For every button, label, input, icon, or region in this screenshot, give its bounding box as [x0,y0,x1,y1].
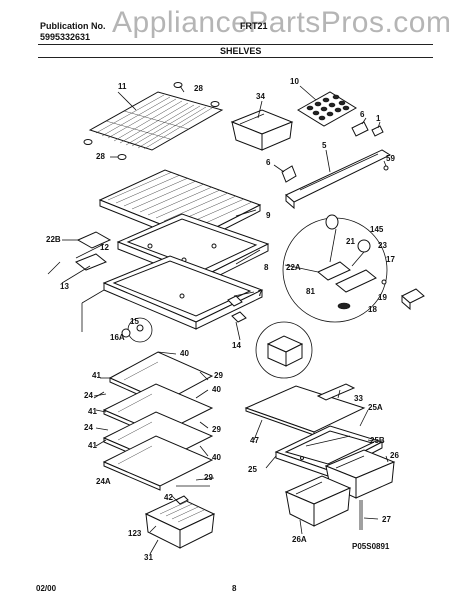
callout-21: 21 [346,237,355,246]
light-assembly [282,214,388,323]
callout-25: 25 [248,465,257,474]
callout-15: 15 [130,317,139,326]
model-number: FRT21 [240,21,268,31]
page-number: 8 [232,584,237,593]
wire-shelf [83,82,224,160]
callout-7: 7 [258,289,263,298]
meat-drawer [144,495,216,549]
footer-date: 02/00 [36,584,57,593]
publication-label: Publication No. [40,21,106,31]
callout-13: 13 [60,282,69,291]
glass-shelf-4 [102,435,214,491]
shelf-clip [227,295,247,323]
callout-41: 41 [88,407,97,416]
callout-26a: 26A [292,535,307,544]
callout-41: 41 [92,371,101,380]
shelf-brackets [281,121,384,183]
callout-41: 41 [88,441,97,450]
drawer-divider [359,500,363,530]
egg-tray [297,91,357,127]
callout-145: 145 [370,225,384,234]
header-rule-top [38,44,433,45]
callout-labels: 11 28 28 34 10 6 1 5 6 59 9 145 22B 12 1… [46,77,399,562]
callout-19: 19 [378,293,387,302]
callout-11: 11 [118,82,127,91]
publication-number: 5995332631 [40,32,91,42]
drawing-code: P05S0891 [352,542,390,551]
callout-12: 12 [100,243,109,252]
callout-29: 29 [204,473,213,482]
watermark: AppliancePartsPros.com [112,6,452,39]
callout-14: 14 [232,341,241,350]
shelf-support-left [47,231,112,275]
callout-16a: 16A [110,333,125,342]
callout-42: 42 [164,493,173,502]
callout-25b: 25B [370,436,385,445]
callout-40: 40 [180,349,189,358]
crisper-drawer-right [324,449,396,499]
dairy-bin [230,109,294,151]
callout-29: 29 [214,371,223,380]
shelf-rail [285,149,392,210]
header-rule-bottom [38,57,433,58]
callout-23: 23 [378,241,387,250]
callout-5: 5 [322,141,327,150]
crisper-cover-glass [244,385,366,436]
callout-59: 59 [386,154,395,163]
callout-24a: 24A [96,477,111,486]
section-title: SHELVES [220,46,262,56]
shelf-tray-lower [102,255,264,330]
light-switch [401,288,425,311]
callout-29: 29 [212,425,221,434]
callout-33: 33 [354,394,363,403]
callout-28: 28 [194,84,203,93]
callout-17: 17 [386,255,395,264]
callout-28: 28 [96,152,105,161]
callout-9: 9 [266,211,271,220]
roller-parts [121,317,153,343]
callout-81: 81 [306,287,315,296]
callout-34: 34 [256,92,265,101]
callout-24: 24 [84,391,93,400]
callout-31: 31 [144,553,153,562]
callout-26: 26 [390,451,399,460]
callout-47: 47 [250,436,259,445]
callout-18: 18 [368,305,377,314]
crisper-cover-strip [316,383,356,401]
callout-123: 123 [128,529,142,538]
callout-22a: 22A [286,263,301,272]
callout-8: 8 [264,263,269,272]
callout-24: 24 [84,423,93,432]
callout-40: 40 [212,385,221,394]
callout-40: 40 [212,453,221,462]
callout-25a: 25A [368,403,383,412]
crisper-drawer-left [284,475,352,527]
callout-6: 6 [266,158,271,167]
callout-1: 1 [376,114,381,123]
callout-27: 27 [382,515,391,524]
callout-6: 6 [360,110,365,119]
callout-22b: 22B [46,235,61,244]
callout-10: 10 [290,77,299,86]
control-cover [255,321,313,379]
